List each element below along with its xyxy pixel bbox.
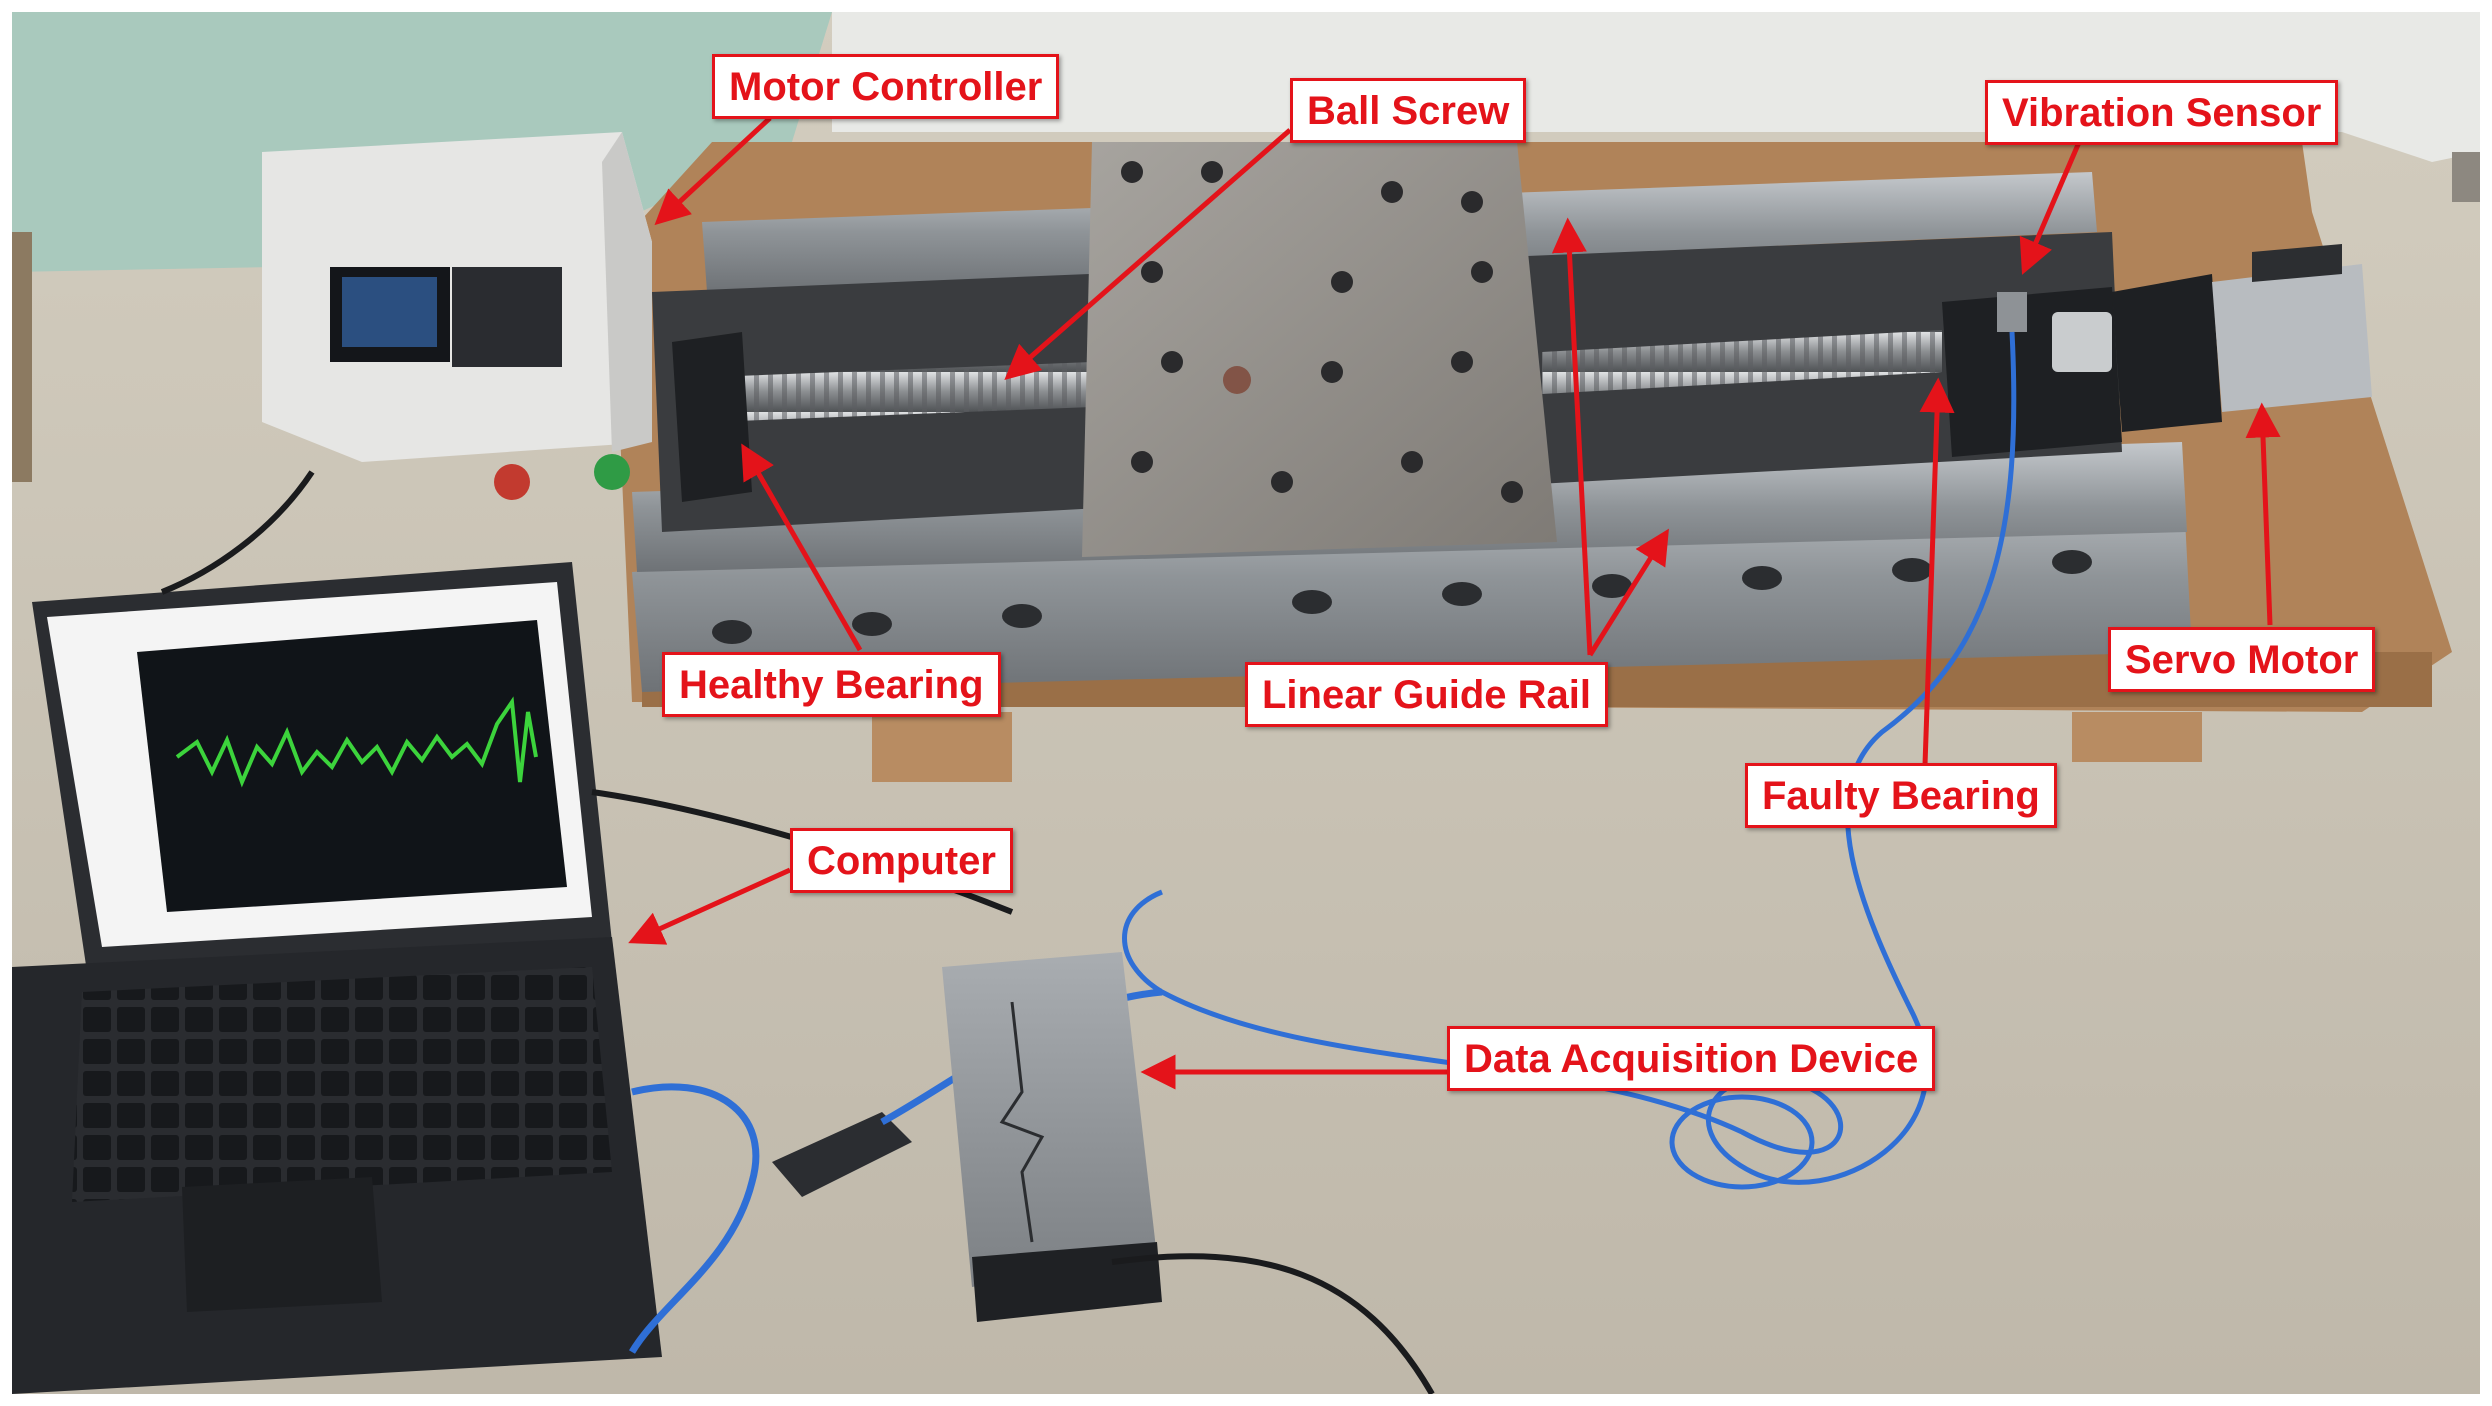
servo-motor — [2112, 244, 2372, 432]
linear-guide-rail-arrow-1 — [1551, 217, 1593, 656]
vibration-sensor-arrow — [2019, 139, 2083, 275]
ball-screw — [712, 330, 1942, 422]
vibration-sensor-label: Vibration Sensor — [1985, 80, 2339, 145]
sensor-cable — [1122, 331, 2017, 1185]
linear-guide-rail-arrow-2 — [1587, 528, 1669, 657]
computer-label: Computer — [790, 828, 1013, 893]
servo-motor-arrow — [2245, 402, 2281, 626]
healthy-bearing-label: Healthy Bearing — [662, 652, 1001, 717]
computer-arrow — [628, 867, 792, 945]
cable-coil — [1669, 1094, 1815, 1190]
healthy-bearing-arrow — [741, 443, 863, 652]
data-acquisition-device-label: Data Acquisition Device — [1447, 1026, 1936, 1091]
healthy-bearing-block — [672, 332, 752, 502]
servo-motor-label: Servo Motor — [2108, 627, 2376, 692]
faulty-bearing-block — [1942, 287, 2122, 457]
slide-table — [1082, 142, 1557, 557]
motor-controller-arrow — [654, 116, 772, 226]
ball-screw-arrow — [1004, 128, 1292, 380]
laptop — [12, 562, 662, 1394]
faulty-bearing-arrow — [1919, 377, 1955, 766]
motor-controller-box — [262, 132, 652, 500]
ball-screw-label: Ball Screw — [1290, 78, 1527, 143]
linear-guide-rail-label: Linear Guide Rail — [1245, 662, 1608, 727]
motor-controller-label: Motor Controller — [712, 54, 1060, 119]
vibration-signal-trace — [175, 696, 538, 788]
faulty-bearing-label: Faulty Bearing — [1745, 763, 2057, 828]
test-rig-photo — [12, 12, 2480, 1394]
